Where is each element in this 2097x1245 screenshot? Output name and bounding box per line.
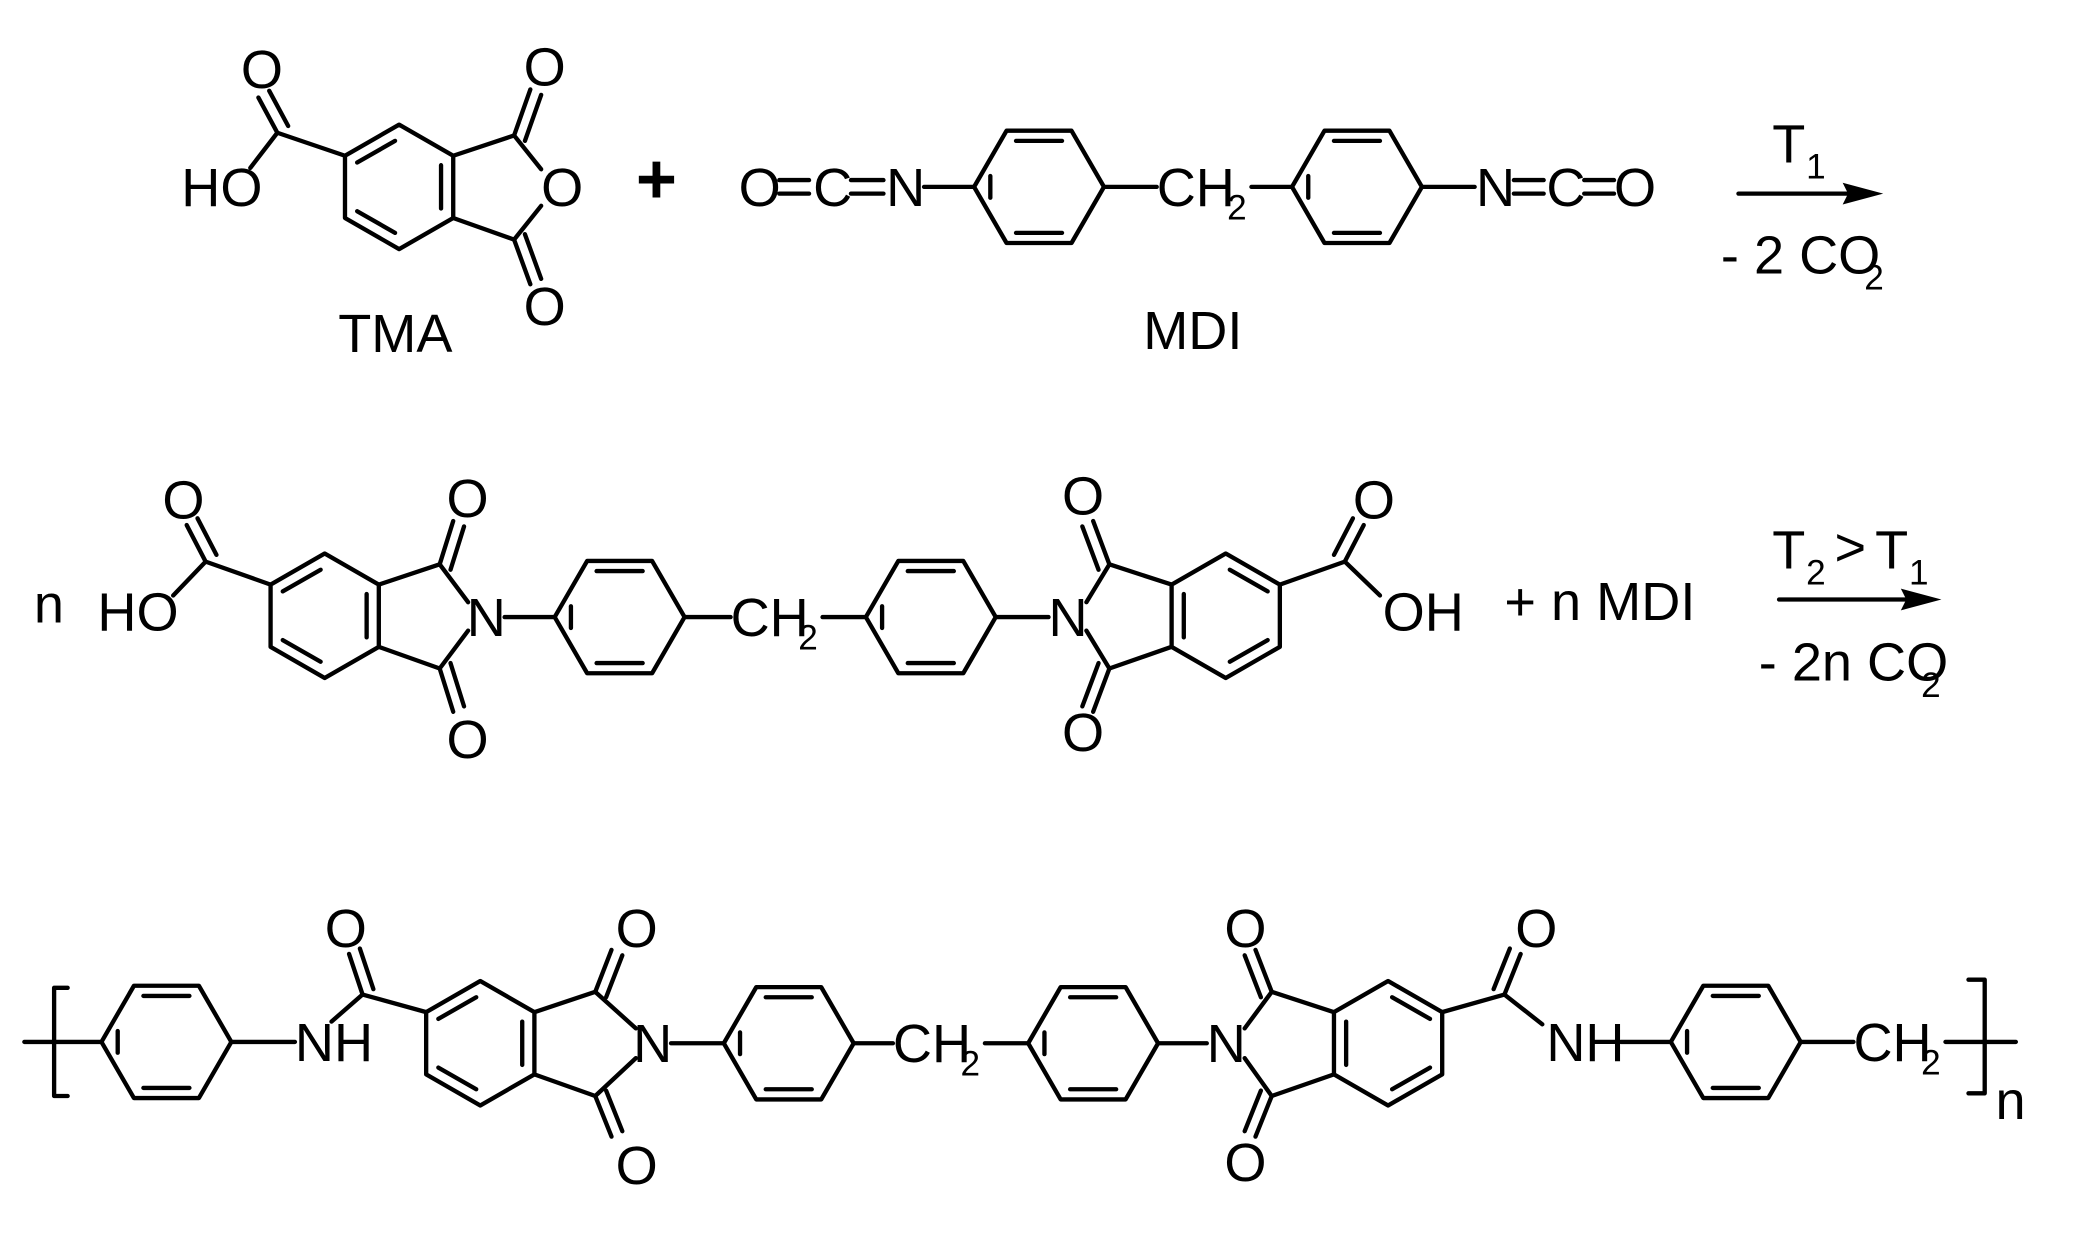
- arrow2-byproduct-sub: 2: [1921, 666, 1941, 705]
- tma-carbonyl-o: O: [241, 40, 283, 100]
- mdi-right-o: O: [1614, 158, 1656, 218]
- polymer-left-imide-o-bottom: O: [616, 1136, 658, 1196]
- polymer-end-ch: CH: [1853, 1013, 1931, 1073]
- mdi-ch: CH: [1157, 158, 1235, 218]
- diimide-diacid: O HO O O N CH 2 N O O: [97, 466, 1463, 770]
- arrow2-greater-than: >: [1835, 518, 1867, 578]
- diacid-left-ho: HO: [97, 583, 178, 643]
- polymer-right-amide-o: O: [1515, 899, 1557, 959]
- arrow2-temp-b-sub: 1: [1909, 554, 1929, 593]
- diacid-left-imide-o-top: O: [446, 469, 488, 529]
- tma-ho: HO: [181, 158, 262, 218]
- tma-anhydride-o-top: O: [524, 37, 566, 97]
- diacid-left-imide-o-bottom: O: [446, 710, 488, 770]
- arrow1-temperature: T: [1772, 115, 1805, 175]
- polymer-left-nh: NH: [295, 1013, 373, 1073]
- plus-sign-1: +: [636, 139, 677, 218]
- reaction-arrow-2: T 2 > T 1 - 2n CO 2: [1759, 518, 1948, 705]
- polymer-left-amide-o: O: [325, 899, 367, 959]
- mdi-label: MDI: [1143, 301, 1242, 361]
- polymer-left-n: N: [633, 1014, 672, 1074]
- diacid-left-n: N: [467, 588, 506, 648]
- coefficient-n: n: [34, 575, 64, 635]
- tma-molecule: O HO O O O TMA: [181, 37, 583, 364]
- mdi-right-c: C: [1546, 158, 1585, 218]
- plus-n-mdi: + n MDI: [1504, 572, 1695, 632]
- polymer-ch-sub: 2: [961, 1045, 981, 1084]
- mdi-ch-sub: 2: [1227, 188, 1247, 227]
- tma-anhydride-o-ring: O: [541, 158, 583, 218]
- mdi-molecule: O C N CH 2 N C O MDI: [739, 131, 1656, 361]
- arrow2-temp-b: T: [1875, 520, 1908, 580]
- polymer-right-n: N: [1207, 1014, 1246, 1074]
- tma-label: TMA: [338, 304, 452, 364]
- reaction-arrow-1: T 1 - 2 CO 2: [1721, 115, 1884, 298]
- arrow2-temp-a: T: [1772, 520, 1805, 580]
- polyamide-imide-repeat-unit: NH O O O N CH 2 N O O: [22, 899, 2026, 1196]
- polymer-end-ch-sub: 2: [1921, 1043, 1941, 1082]
- polymer-left-imide-o-top: O: [616, 899, 658, 959]
- diacid-right-carbonyl-o: O: [1353, 470, 1395, 530]
- diacid-right-oh: OH: [1383, 583, 1464, 643]
- diacid-right-n: N: [1049, 588, 1088, 648]
- mdi-left-o: O: [739, 158, 781, 218]
- mdi-right-n: N: [1476, 158, 1515, 218]
- mdi-left-c: C: [813, 158, 852, 218]
- diacid-right-imide-o-top: O: [1062, 466, 1104, 526]
- polymer-right-nh: NH: [1546, 1013, 1624, 1073]
- diacid-ch: CH: [731, 588, 809, 648]
- polymer-repeat-n: n: [1996, 1071, 2026, 1131]
- arrow1-byproduct-sub: 2: [1864, 259, 1884, 298]
- diacid-right-imide-o-bottom: O: [1062, 703, 1104, 763]
- arrow2-byproduct: - 2n CO: [1759, 633, 1948, 693]
- tma-anhydride-o-bottom: O: [524, 277, 566, 337]
- polymer-right-imide-o-bottom: O: [1224, 1133, 1266, 1193]
- polymer-right-imide-o-top: O: [1224, 899, 1266, 959]
- mdi-left-n: N: [886, 158, 925, 218]
- arrow1-byproduct: - 2 CO: [1721, 225, 1880, 285]
- arrow2-temp-a-sub: 2: [1806, 554, 1826, 593]
- diacid-left-carbonyl-o: O: [162, 470, 204, 530]
- arrow1-temperature-sub: 1: [1806, 148, 1826, 187]
- polymer-ch: CH: [893, 1014, 971, 1074]
- diacid-ch-sub: 2: [798, 619, 818, 658]
